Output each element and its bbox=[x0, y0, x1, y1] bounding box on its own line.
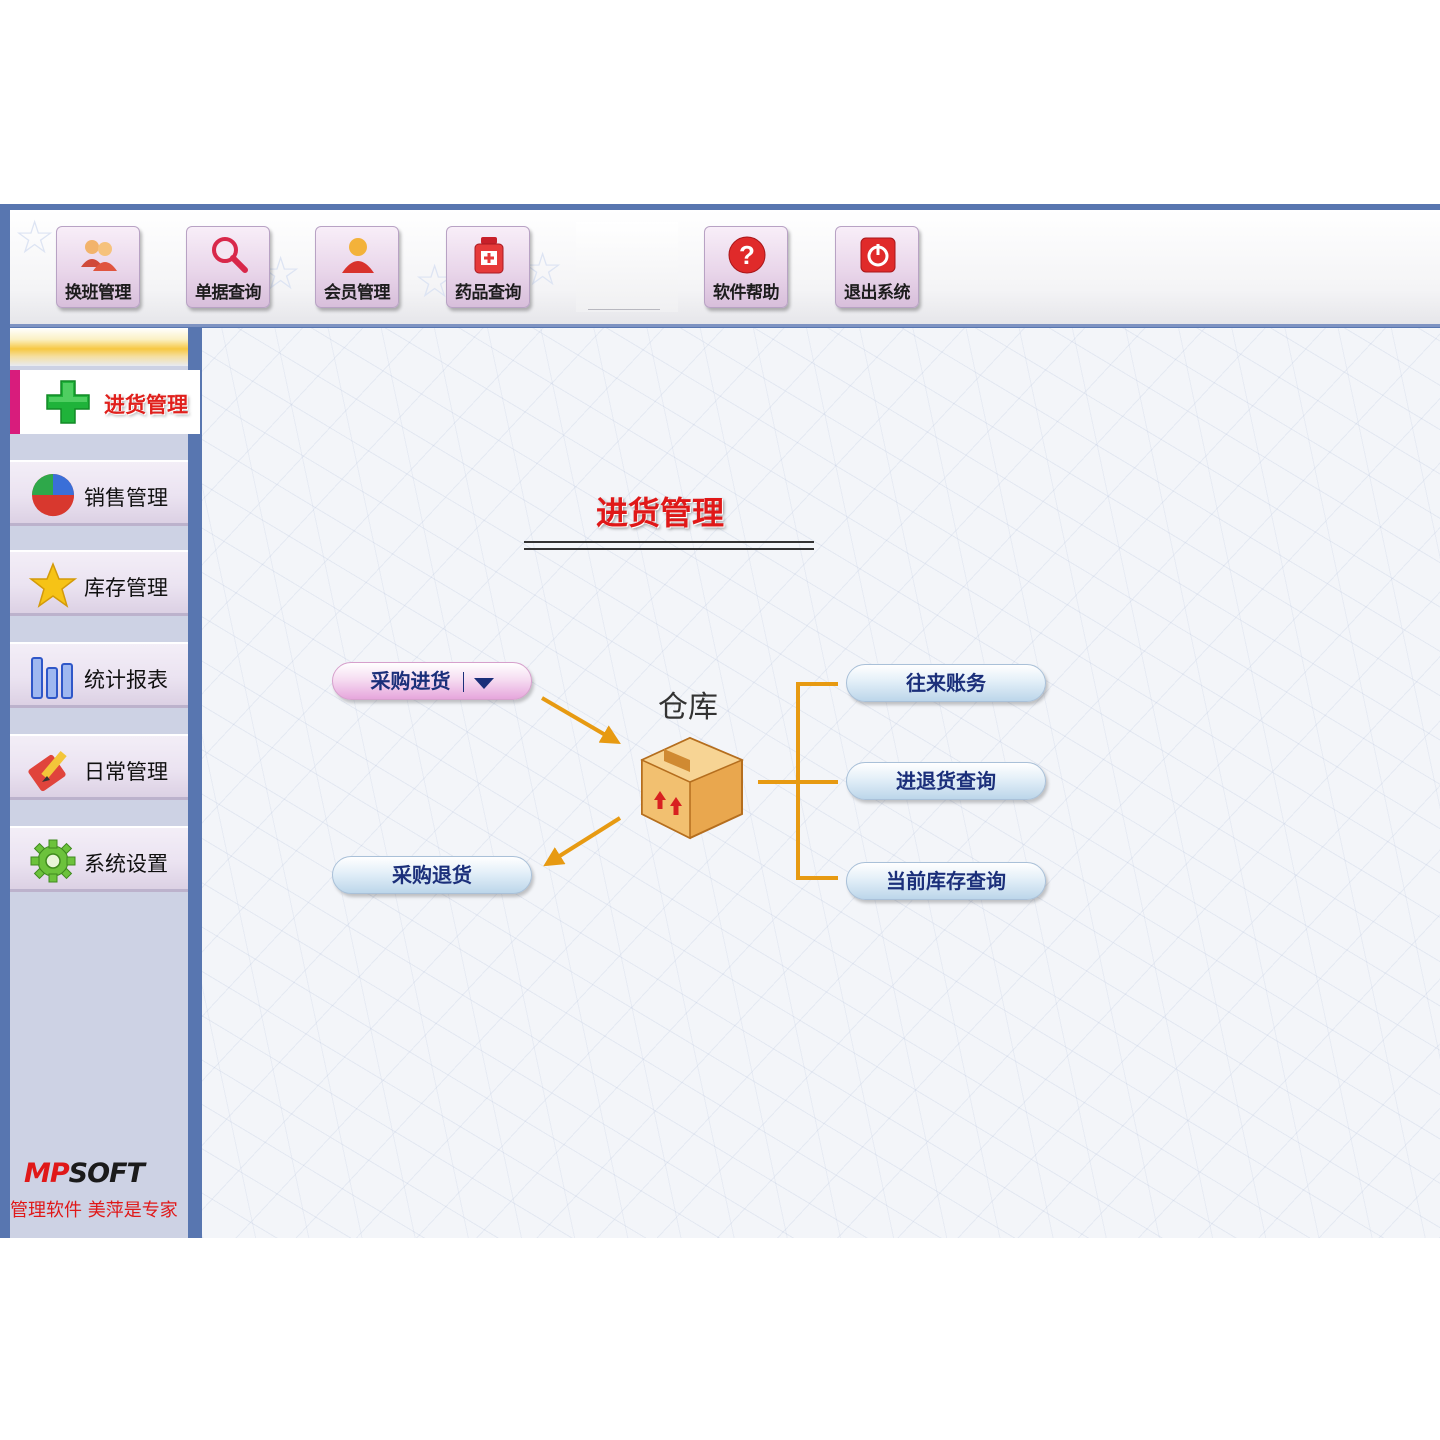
button-label: 退出系统 bbox=[844, 283, 911, 303]
magnifier-icon bbox=[212, 237, 248, 273]
green-plus-icon bbox=[46, 380, 90, 424]
empty-toolbar-slot bbox=[576, 222, 678, 312]
button-label: 药品查询 bbox=[455, 283, 522, 303]
member-user-icon bbox=[342, 238, 374, 273]
arrow-out-of-warehouse bbox=[543, 816, 622, 867]
accounts-button[interactable]: 往来账务 bbox=[846, 664, 1046, 702]
shift-users-icon bbox=[81, 240, 117, 271]
company-tagline: 管理软件 美萍是专家 bbox=[10, 1200, 178, 1221]
document-query-button[interactable]: 单据查询 bbox=[186, 226, 270, 308]
page-title: 进货管理 bbox=[596, 494, 725, 532]
button-label: 进退货查询 bbox=[896, 769, 996, 793]
button-label: 单据查询 bbox=[195, 283, 262, 303]
sidebar-item-daily-management[interactable]: 日常管理 bbox=[10, 734, 188, 800]
exit-system-button[interactable]: 退出系统 bbox=[835, 226, 919, 308]
bar-chart-icon bbox=[31, 657, 73, 699]
power-icon bbox=[860, 237, 896, 273]
title-divider bbox=[524, 541, 814, 550]
button-label: 采购进货 bbox=[370, 669, 451, 693]
sidebar-item-purchase-management[interactable]: 进货管理 bbox=[10, 370, 200, 434]
button-label: 会员管理 bbox=[324, 283, 391, 303]
sidebar-item-label: 日常管理 bbox=[84, 760, 168, 784]
decor-star-icon: ☆ bbox=[14, 210, 56, 264]
sidebar-header-bar bbox=[10, 328, 188, 366]
button-label: 采购退货 bbox=[392, 863, 472, 887]
purchase-stock-button[interactable]: 采购进货 bbox=[332, 662, 532, 700]
member-management-button[interactable]: 会员管理 bbox=[315, 226, 399, 308]
button-label: 换班管理 bbox=[65, 283, 132, 303]
button-label: 往来账务 bbox=[906, 671, 986, 695]
sidebar-item-system-settings[interactable]: 系统设置 bbox=[10, 826, 188, 892]
warehouse-box-icon bbox=[640, 736, 744, 840]
sidebar-item-sales-management[interactable]: 销售管理 bbox=[10, 460, 188, 526]
sidebar-item-label: 统计报表 bbox=[84, 668, 168, 692]
gear-icon bbox=[30, 839, 76, 883]
button-label: 软件帮助 bbox=[713, 283, 780, 303]
current-stock-query-button[interactable]: 当前库存查询 bbox=[846, 862, 1046, 900]
medicine-bottle-icon bbox=[474, 237, 504, 274]
sidebar-item-label: 系统设置 bbox=[84, 852, 168, 876]
sidebar-item-inventory-management[interactable]: 库存管理 bbox=[10, 550, 188, 616]
warehouse-label: 仓库 bbox=[658, 690, 718, 725]
button-label: 当前库存查询 bbox=[886, 869, 1006, 893]
separator bbox=[462, 672, 464, 692]
main-panel: 进货管理 采购进货 采购退货 仓库 bbox=[202, 328, 1440, 1238]
sidebar: 进货管理 销售管理 库存管理 统计报表 bbox=[10, 328, 200, 1238]
purchase-return-button[interactable]: 采购退货 bbox=[332, 856, 532, 894]
shift-management-button[interactable]: 换班管理 bbox=[56, 226, 140, 308]
sidebar-item-label: 库存管理 bbox=[84, 576, 168, 600]
mpsoft-logo: MPSOFT bbox=[24, 1158, 145, 1189]
toolbar: ☆ ☆ ☆ ☆ 换班管理 单据查询 会员管理 bbox=[10, 210, 1440, 327]
svg-text:?: ? bbox=[739, 240, 755, 270]
chevron-down-icon[interactable] bbox=[473, 678, 494, 689]
sidebar-item-label: 销售管理 bbox=[84, 486, 168, 510]
software-help-button[interactable]: ? 软件帮助 bbox=[704, 226, 788, 308]
pie-chart-icon bbox=[32, 474, 75, 517]
medicine-query-button[interactable]: 药品查询 bbox=[446, 226, 530, 308]
in-out-goods-query-button[interactable]: 进退货查询 bbox=[846, 762, 1046, 800]
sidebar-item-statistics-report[interactable]: 统计报表 bbox=[10, 642, 188, 708]
pencil-note-icon bbox=[28, 750, 67, 792]
star-icon bbox=[28, 562, 78, 608]
sidebar-item-label: 进货管理 bbox=[104, 393, 188, 417]
branch-connector bbox=[758, 682, 838, 880]
arrow-into-warehouse bbox=[540, 696, 621, 745]
flow-diagram bbox=[540, 682, 838, 880]
help-icon: ? bbox=[728, 236, 766, 274]
app-window: ☆ ☆ ☆ ☆ 换班管理 单据查询 会员管理 bbox=[0, 204, 1440, 1238]
